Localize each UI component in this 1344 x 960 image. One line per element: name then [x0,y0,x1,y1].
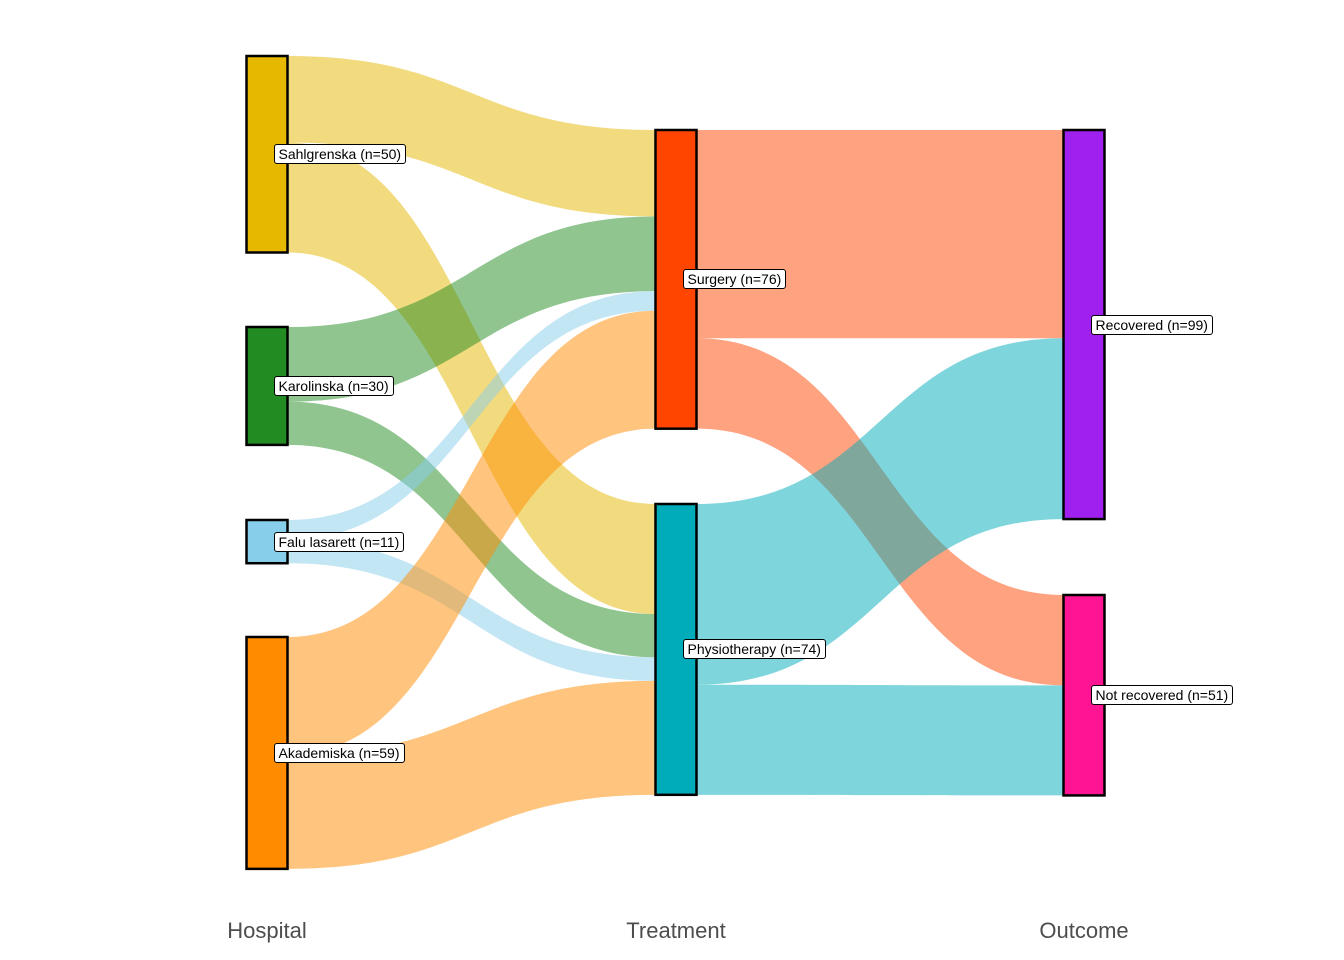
node-label-sahlgrenska: Sahlgrenska (n=50) [273,144,407,165]
flow-falu-lasarett-to-surgery [287,291,656,540]
flow-physiotherapy-to-recovered [696,338,1064,685]
flow-sahlgrenska-to-physiotherapy [287,142,656,615]
flow-akademiska-to-physiotherapy [287,680,656,869]
node-label-karolinska: Karolinska (n=30) [273,375,394,396]
axis-label-hospital: Hospital [227,918,307,943]
flow-physiotherapy-to-not-recovered [696,684,1064,796]
node-label-not-recovered: Not recovered (n=51) [1090,685,1234,706]
flow-falu-lasarett-to-physiotherapy [287,539,656,681]
flow-sahlgrenska-to-surgery [287,56,656,217]
node-label-akademiska: Akademiska (n=59) [273,742,405,763]
flow-surgery-to-recovered [696,130,1064,339]
flow-akademiska-to-surgery [287,310,656,755]
node-label-surgery: Surgery (n=76) [682,269,787,290]
flows-layer [287,56,1064,869]
axis-label-treatment: Treatment [626,918,726,943]
node-label-physiotherapy: Physiotherapy (n=74) [682,639,826,660]
flow-karolinska-to-surgery [287,216,656,402]
node-label-falu-lasarett: Falu lasarett (n=11) [273,531,405,552]
node-label-recovered: Recovered (n=99) [1090,314,1213,335]
axis-label-outcome: Outcome [1039,918,1129,943]
